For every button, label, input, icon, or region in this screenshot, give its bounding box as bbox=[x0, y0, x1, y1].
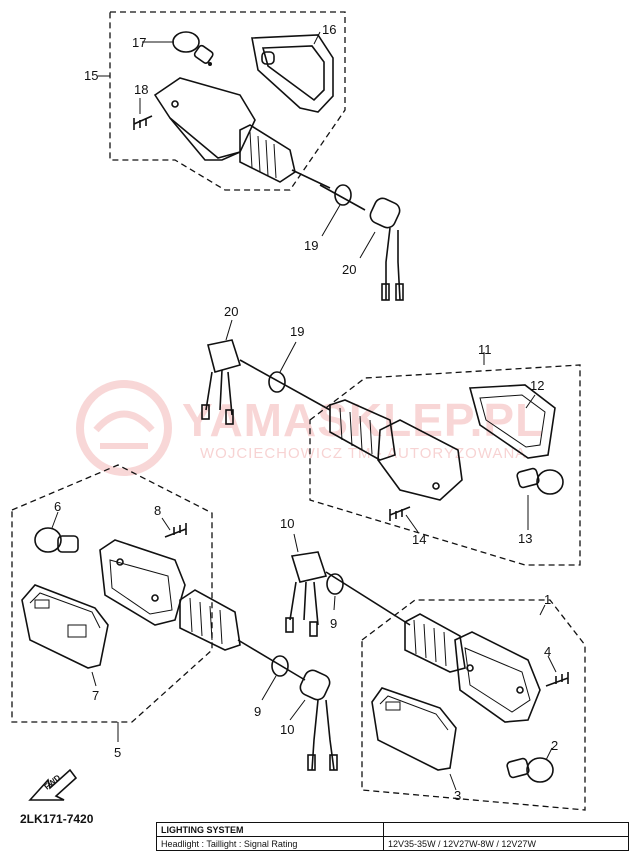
bulb-6 bbox=[34, 527, 79, 553]
callout-19b: 19 bbox=[290, 324, 304, 339]
lens-12 bbox=[468, 384, 556, 459]
callout-17: 17 bbox=[132, 35, 146, 50]
bulb-2 bbox=[506, 757, 554, 783]
watermark: YAMASKLEP.PL WOJCIECHOWICZ TM - AUTORYZO… bbox=[76, 380, 544, 476]
callout-2: 2 bbox=[551, 738, 558, 753]
assembly-boundary-15 bbox=[109, 11, 346, 191]
callout-15: 15 bbox=[84, 68, 98, 83]
front-left-turn-signal-assembly bbox=[98, 11, 404, 301]
screw-4 bbox=[545, 672, 569, 687]
grommet-10b bbox=[285, 551, 328, 637]
bulb-13 bbox=[516, 467, 564, 495]
catalog-code: 2LK171-7420 bbox=[20, 812, 94, 826]
lens-16 bbox=[251, 34, 334, 113]
front-direction-arrow: FWD bbox=[28, 768, 78, 801]
callout-11: 11 bbox=[478, 342, 492, 357]
callout-6: 6 bbox=[54, 499, 61, 514]
callout-12: 12 bbox=[530, 378, 544, 393]
rear-right-turn-signal-assembly bbox=[201, 319, 581, 566]
callout-20a: 20 bbox=[342, 262, 356, 277]
callout-10a: 10 bbox=[280, 722, 294, 737]
stem-5 bbox=[179, 589, 241, 651]
screw-8 bbox=[164, 523, 187, 538]
spec-rating-row: Headlight : Taillight : Signal Rating 12… bbox=[155, 836, 629, 851]
lens-7 bbox=[21, 584, 109, 669]
callout-8: 8 bbox=[154, 503, 161, 518]
callout-7: 7 bbox=[92, 688, 99, 703]
lens-3 bbox=[371, 687, 457, 771]
callout-10b: 10 bbox=[280, 516, 294, 531]
watermark-subtitle: WOJCIECHOWICZ TM - AUTORYZOWANA bbox=[200, 445, 526, 462]
housing-15 bbox=[153, 77, 331, 189]
callout-3: 3 bbox=[454, 788, 461, 803]
spec-row-value: 12V35-35W / 12V27W-8W / 12V27W bbox=[383, 836, 629, 851]
callout-20b: 20 bbox=[224, 304, 238, 319]
rear-left-turn-signal-assembly bbox=[11, 464, 338, 771]
lighting-spec-table: LIGHTING SYSTEM Headlight : Taillight : … bbox=[155, 822, 629, 851]
housing-5 bbox=[99, 539, 186, 626]
spec-header-blank bbox=[383, 822, 629, 837]
assembly-boundary-5 bbox=[11, 464, 213, 723]
callout-1: 1 bbox=[544, 592, 551, 607]
screw-18 bbox=[133, 115, 153, 130]
spec-header: LIGHTING SYSTEM bbox=[155, 822, 385, 837]
callout-4: 4 bbox=[544, 644, 551, 659]
callout-19a: 19 bbox=[304, 238, 318, 253]
grommet-9a bbox=[271, 655, 289, 677]
callout-18: 18 bbox=[134, 82, 148, 97]
grommet-19 bbox=[268, 371, 286, 393]
front-right-turn-signal-assembly bbox=[285, 533, 586, 811]
stem-1 bbox=[404, 613, 466, 673]
callout-9b: 9 bbox=[330, 616, 337, 631]
screw-14 bbox=[389, 506, 411, 521]
housing-11 bbox=[377, 419, 463, 501]
assembly-boundary-1 bbox=[361, 599, 586, 811]
stem-11 bbox=[329, 399, 396, 461]
assembly-boundary-11 bbox=[309, 364, 581, 566]
spec-header-row: LIGHTING SYSTEM bbox=[155, 822, 629, 837]
callout-14: 14 bbox=[412, 532, 426, 547]
callout-5: 5 bbox=[114, 745, 121, 760]
callout-numbers: 1 2 3 4 5 6 7 8 9 9 10 10 11 12 13 14 15… bbox=[54, 22, 558, 803]
callout-9a: 9 bbox=[254, 704, 261, 719]
grommet-9b bbox=[326, 573, 344, 595]
callout-16: 16 bbox=[322, 22, 336, 37]
housing-1 bbox=[454, 631, 541, 723]
wiring-19-20 bbox=[319, 184, 404, 301]
grommet-20 bbox=[201, 339, 242, 425]
spec-row-label: Headlight : Taillight : Signal Rating bbox=[155, 836, 385, 851]
bulb-17 bbox=[172, 31, 214, 66]
callout-13: 13 bbox=[518, 531, 532, 546]
grommet-10a bbox=[299, 669, 338, 771]
watermark-brand: YAMASKLEP.PL bbox=[182, 394, 544, 446]
front-label: FWD bbox=[43, 773, 63, 792]
